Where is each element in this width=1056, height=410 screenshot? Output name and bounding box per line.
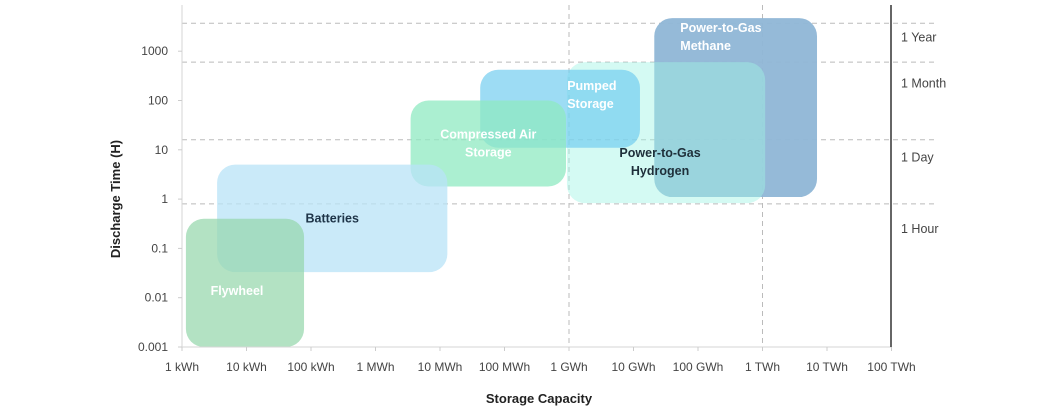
axes: 1 kWh 10 kWh 100 kWh 1 MWh 10 MWh 100 MWh 1 GW… — [138, 5, 916, 374]
x-tick-label: 1 GWh — [550, 360, 587, 374]
technology-boxes — [185, 18, 818, 347]
y-tick-label: 100 — [148, 94, 168, 108]
x-axis-title: Storage Capacity — [486, 391, 593, 406]
technology-label: Power-to-Gas — [680, 21, 761, 35]
x-tick-label: 100 GWh — [673, 360, 724, 374]
technology-box — [410, 100, 567, 187]
y-tick-label: 0.1 — [151, 241, 168, 255]
x-tick-label: 10 kWh — [226, 360, 267, 374]
technology-label: Flywheel — [211, 284, 264, 298]
x-tick-label: 10 TWh — [806, 360, 848, 374]
y-tick-label: 0.01 — [145, 291, 169, 305]
technology-label: Storage — [567, 97, 614, 111]
y-axis-title: Discharge Time (H) — [108, 140, 123, 258]
technology-label: Methane — [680, 39, 731, 53]
technology-box — [654, 18, 818, 198]
technology-label: Compressed Air — [440, 128, 536, 142]
y-tick-label: 10 — [155, 143, 169, 157]
technology-label: Storage — [465, 146, 512, 160]
technology-label: Pumped — [567, 79, 616, 93]
y-tick-label: 1000 — [141, 44, 168, 58]
x-tick-label: 100 TWh — [867, 360, 915, 374]
technology-label: Batteries — [305, 211, 359, 225]
x-tick-label: 10 GWh — [611, 360, 655, 374]
time-band-label: 1 Month — [901, 77, 946, 91]
x-tick-label: 1 TWh — [745, 360, 780, 374]
x-tick-label: 1 MWh — [356, 360, 394, 374]
time-band-label: 1 Hour — [901, 222, 939, 236]
x-tick-label: 1 kWh — [165, 360, 199, 374]
box-labels: Power-to-GasMethanePower-to-GasHydrogenP… — [211, 21, 947, 298]
x-tick-label: 100 kWh — [287, 360, 334, 374]
x-tick-label: 10 MWh — [418, 360, 463, 374]
technology-label: Hydrogen — [631, 164, 689, 178]
y-tick-label: 0.001 — [138, 340, 168, 354]
technology-box — [185, 218, 305, 347]
y-tick-label: 1 — [161, 192, 168, 206]
time-band-label: 1 Year — [901, 30, 936, 44]
x-tick-label: 100 MWh — [479, 360, 530, 374]
technology-label: Power-to-Gas — [619, 146, 700, 160]
time-band-label: 1 Day — [901, 150, 934, 164]
